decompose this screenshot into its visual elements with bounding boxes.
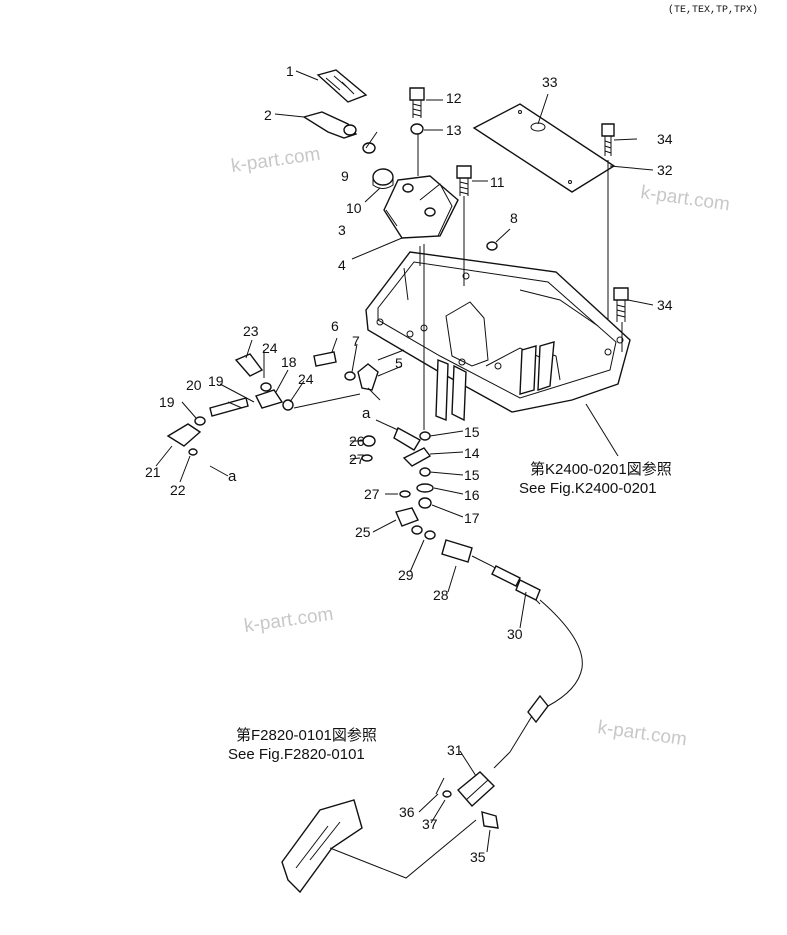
callout-5: 5: [395, 355, 403, 371]
cap-part: [372, 168, 394, 189]
callouts: 1 2 3 4 5 6 7 8 9 10 11 12 13 14 15 15 1…: [145, 63, 673, 865]
callout-29: 29: [398, 567, 414, 583]
callout-8: 8: [510, 210, 518, 226]
bolt-11-part: [456, 165, 472, 196]
callout-1: 1: [286, 63, 294, 79]
callout-10: 10: [346, 200, 362, 216]
callout-24b: 24: [298, 371, 314, 387]
k2400-ref-jp: 第K2400-0201図参照: [530, 460, 672, 478]
clevis-pin-part: [481, 811, 499, 829]
callout-17: 17: [464, 510, 480, 526]
bolt-12-part: [409, 87, 425, 118]
callout-23: 23: [243, 323, 259, 339]
pedal-arm-part: [302, 111, 358, 139]
f2820-ref-jp: 第F2820-0101図参照: [236, 726, 377, 744]
watermark-4: k-part.com: [596, 717, 688, 750]
callout-37: 37: [422, 816, 438, 832]
callout-12: 12: [446, 90, 462, 106]
callout-19b: 19: [159, 394, 175, 410]
bolt-34b-part: [613, 287, 629, 322]
callout-27b: 27: [364, 486, 380, 502]
link-rod-assembly: [166, 349, 405, 456]
callout-4: 4: [338, 257, 346, 273]
variant-header: (TE,TEX,TP,TPX): [668, 4, 758, 16]
pedal-bracket-part: [383, 175, 459, 239]
f2820-ref-en: See Fig.F2820-0101: [228, 746, 365, 763]
view-arrow-lower: [209, 465, 229, 477]
pedal-pad-part: [316, 69, 368, 103]
callout-25: 25: [355, 524, 371, 540]
callout-34b: 34: [657, 297, 673, 313]
callout-13: 13: [446, 122, 462, 138]
callout-7: 7: [352, 333, 360, 349]
washer-37-part: [442, 790, 452, 798]
callout-16: 16: [464, 487, 480, 503]
watermark-2: k-part.com: [639, 182, 731, 215]
clevis-part: [456, 771, 496, 807]
callout-30: 30: [507, 626, 523, 642]
callout-27a: 27: [349, 451, 365, 467]
control-cable-part: [471, 555, 583, 769]
callout-32: 32: [657, 162, 673, 178]
callout-6: 6: [331, 318, 339, 334]
callout-15a: 15: [464, 424, 480, 440]
callout-36: 36: [399, 804, 415, 820]
callout-2: 2: [264, 107, 272, 123]
callout-20: 20: [186, 377, 202, 393]
k2400-ref-en: See Fig.K2400-0201: [519, 480, 657, 497]
floor-frame: [365, 251, 631, 422]
callout-21: 21: [145, 464, 161, 480]
cotter-pin-part: [435, 777, 445, 795]
nut-13-part: [410, 123, 424, 135]
callout-24a: 24: [262, 340, 278, 356]
callout-15b: 15: [464, 467, 480, 483]
view-marker-lower: a: [228, 468, 237, 485]
callout-28: 28: [433, 587, 449, 603]
watermark-1: k-part.com: [230, 144, 322, 177]
pin-part: [486, 241, 498, 251]
bolt-34a-part: [601, 123, 615, 156]
callout-14: 14: [464, 445, 480, 461]
callout-3: 3: [338, 222, 346, 238]
callout-31: 31: [447, 742, 463, 758]
watermark-3: k-part.com: [243, 604, 335, 637]
view-marker-upper: a: [362, 405, 371, 422]
callout-18: 18: [281, 354, 297, 370]
callout-34a: 34: [657, 131, 673, 147]
callout-22: 22: [170, 482, 186, 498]
callout-33: 33: [542, 74, 558, 90]
callout-19a: 19: [208, 373, 224, 389]
linkage-parts: [361, 427, 473, 563]
callout-9: 9: [341, 168, 349, 184]
callout-35: 35: [470, 849, 486, 865]
lower-pedal-bracket: [281, 799, 477, 894]
view-arrow-upper: [375, 419, 399, 431]
callout-26: 26: [349, 433, 365, 449]
callout-11: 11: [490, 174, 505, 190]
k2400-leader: [585, 403, 619, 457]
